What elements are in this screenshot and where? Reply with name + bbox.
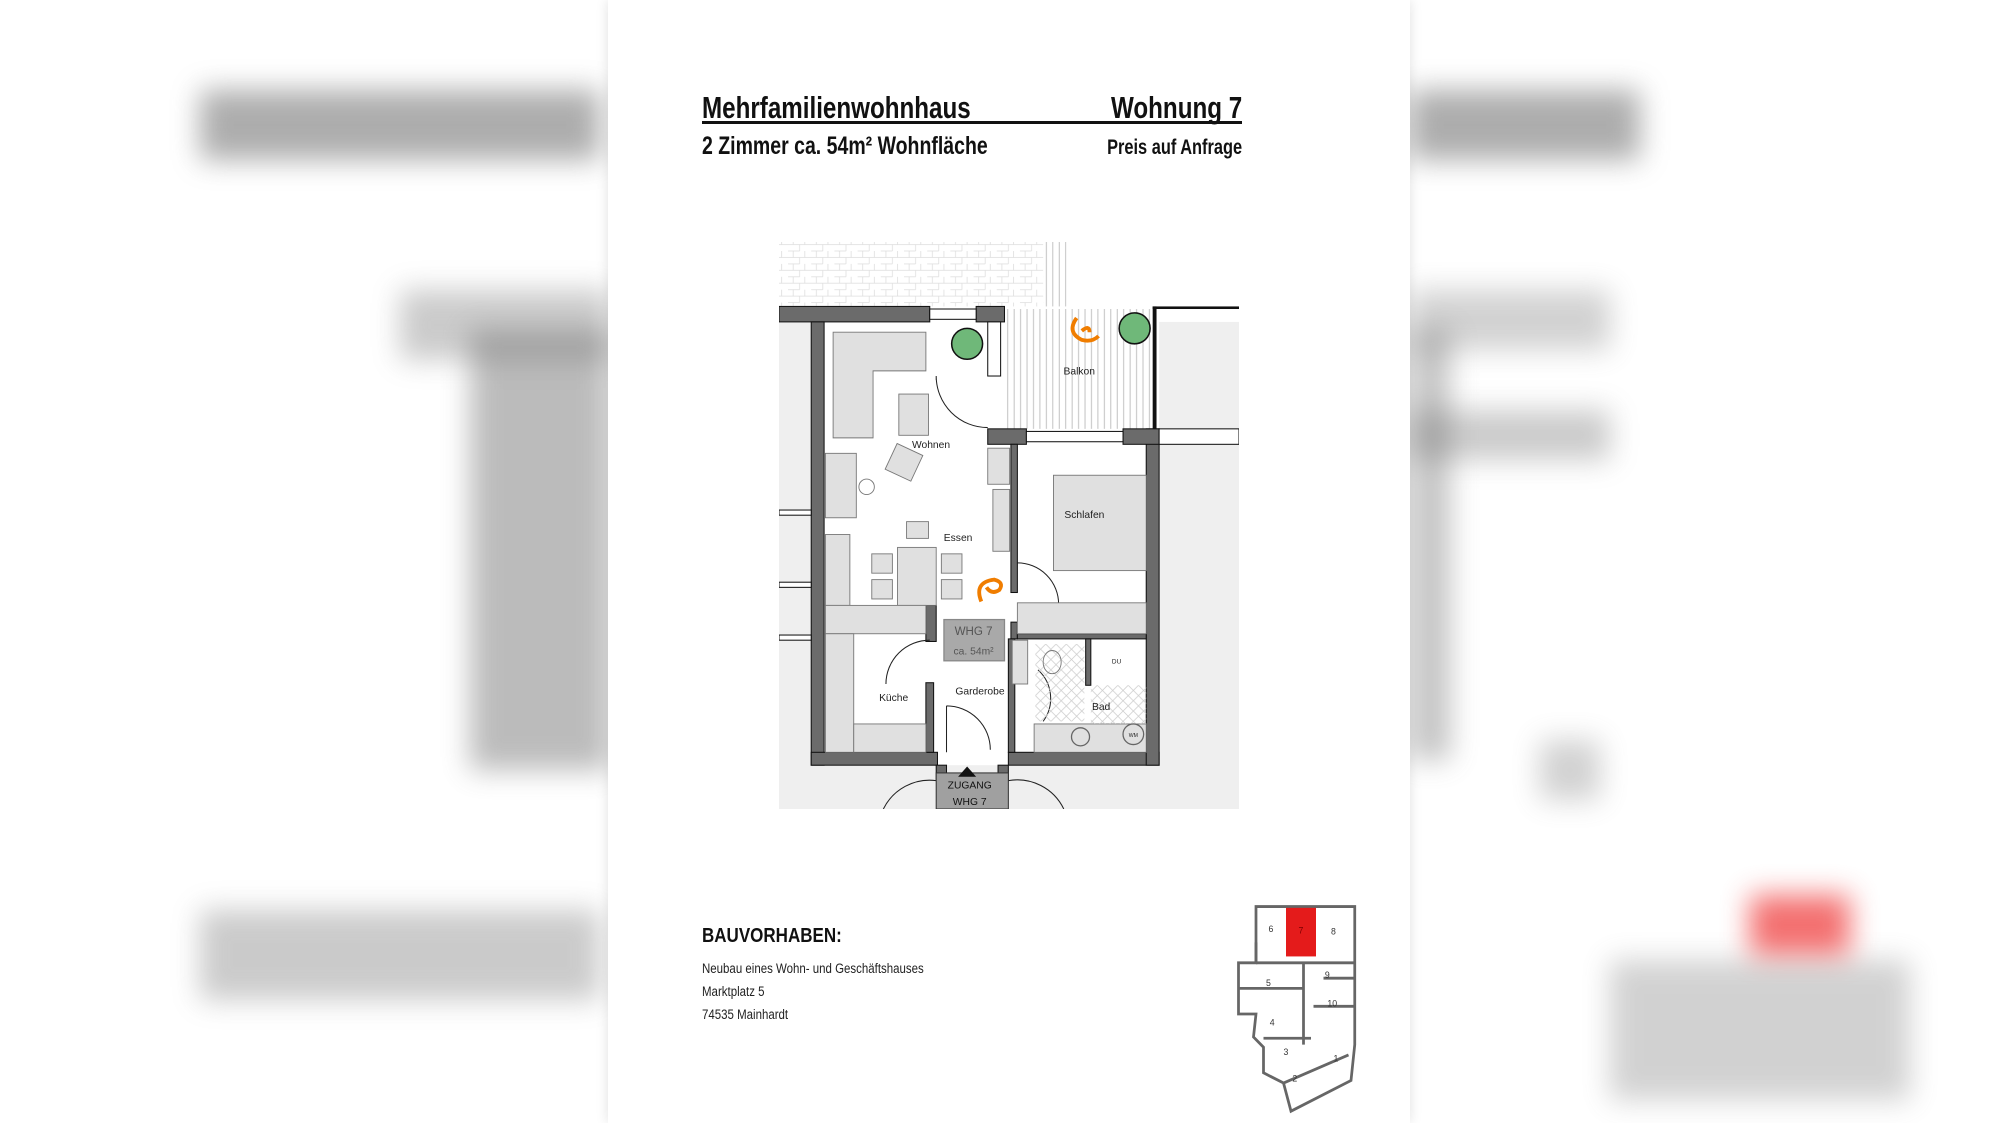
- unit-number: 3: [1284, 1047, 1289, 1057]
- background-blur: [200, 90, 600, 160]
- background-blur: [1610, 960, 1910, 1100]
- unit-number: 8: [1331, 927, 1336, 937]
- project-description: Neubau eines Wohn- und Geschäftshauses: [702, 961, 924, 976]
- unit-label: WHG 7: [955, 626, 993, 638]
- plant-icon: [950, 327, 984, 361]
- terrace-tiles: [779, 242, 1044, 307]
- room-label-wohnen: Wohnen: [912, 440, 950, 451]
- windows: [779, 308, 1124, 641]
- background-blur: [1540, 740, 1600, 800]
- entrance-arrow-icon: [958, 766, 977, 777]
- title-rule: [702, 121, 1242, 124]
- document-title: Mehrfamilienwohnhaus: [702, 90, 1046, 126]
- unit-number: 5: [1266, 978, 1271, 988]
- price-note: Preis auf Anfrage: [1069, 136, 1242, 160]
- background-blur: [470, 330, 610, 770]
- entrance-box: [935, 772, 1009, 809]
- background-blur: [1410, 290, 1610, 350]
- apartment-subtitle: 2 Zimmer ca. 54m² Wohnfläche: [702, 132, 1068, 161]
- background-blur: [1410, 330, 1450, 760]
- unit-number: 9: [1325, 970, 1330, 980]
- background-blur: [1750, 895, 1850, 955]
- unit-area: ca. 54m²: [954, 646, 995, 657]
- expose-page: Mehrfamilienwohnhaus Wohnung 7 2 Zimmer …: [608, 0, 1410, 1123]
- entrance-label: WHG 7: [953, 797, 987, 808]
- unit-number: 2: [1292, 1074, 1297, 1084]
- neighbor-area: [1159, 321, 1239, 809]
- background-blur: [1410, 90, 1640, 160]
- room-label-bad: Bad: [1092, 702, 1111, 713]
- orientation-marker-icon: [977, 577, 1003, 603]
- room-label-balkon: Balkon: [1063, 367, 1095, 378]
- building-key-plan: 1 2 3 4 5 6 7 8 9 10: [1237, 905, 1357, 1114]
- unit-label-box: [943, 618, 1006, 662]
- neighbor-area: [779, 321, 813, 809]
- title-text: Mehrfamilienwohnhaus: [702, 90, 971, 125]
- apartment-title: Wohnung 7: [1074, 90, 1242, 126]
- room-label-essen: Essen: [944, 533, 973, 544]
- walls: [779, 305, 1160, 782]
- orientation-marker-icon: [1070, 316, 1100, 343]
- unit-number: 10: [1327, 998, 1337, 1008]
- plant-icon: [1118, 312, 1151, 345]
- apartment-text: Wohnung 7: [1110, 90, 1242, 125]
- subtitle-text: 2 Zimmer ca. 54m² Wohnfläche: [702, 132, 988, 160]
- unit-number-highlighted: 7: [1299, 925, 1304, 935]
- project-street: Marktplatz 5: [702, 984, 765, 999]
- unit-number: 4: [1270, 1017, 1275, 1027]
- background-blur: [400, 290, 610, 360]
- unit-number: 1: [1334, 1053, 1339, 1063]
- floor-plan: WHG 7 ca. 54m² ZUGANG WHG 7 Balkon Wohne…: [779, 242, 1239, 809]
- project-heading: BAUVORHABEN:: [702, 925, 842, 947]
- project-city: 74535 Mainhardt: [702, 1007, 789, 1022]
- room-label-schlafen: Schlafen: [1064, 510, 1104, 521]
- unit-number: 6: [1269, 924, 1274, 934]
- entrance-label: ZUGANG: [948, 780, 992, 791]
- background-blur: [1410, 410, 1610, 460]
- room-label-du: DU: [1112, 658, 1122, 665]
- background-blur: [200, 910, 600, 1000]
- washer-label: WM: [1129, 733, 1138, 739]
- room-label-garderobe: Garderobe: [955, 686, 1004, 697]
- price-text: Preis auf Anfrage: [1106, 136, 1242, 159]
- room-label-kueche: Küche: [879, 693, 908, 704]
- highlighted-unit: [1286, 907, 1316, 957]
- furniture: [824, 331, 1147, 753]
